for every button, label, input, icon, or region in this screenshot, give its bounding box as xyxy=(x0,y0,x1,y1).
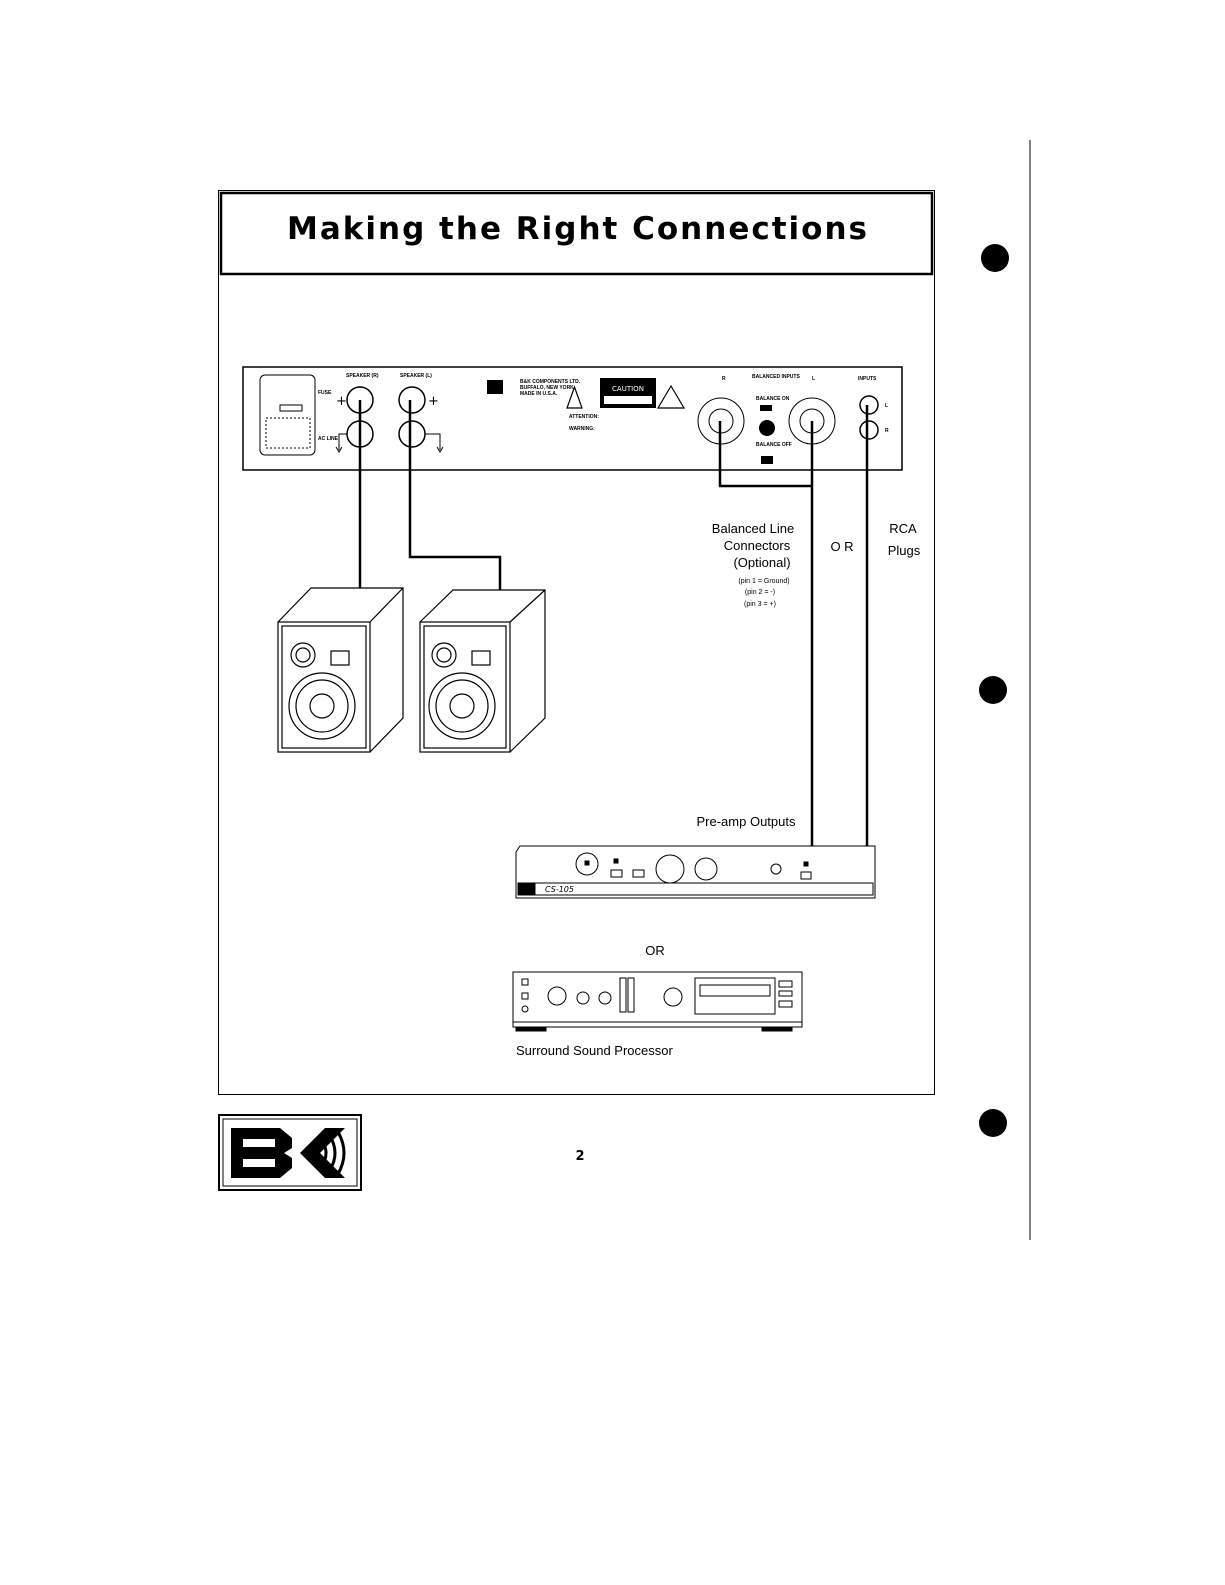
company-line: B&K COMPONENTS LTD. xyxy=(520,379,581,385)
rca-r-label: R xyxy=(885,428,889,434)
balanced-inputs-label: BALANCED INPUTS xyxy=(752,374,800,380)
balanced-line-label: (Optional) xyxy=(733,555,790,570)
title-box xyxy=(219,191,934,276)
brand-logo xyxy=(218,1114,362,1191)
company-line: BUFFALO, NEW YORK xyxy=(520,385,574,391)
attention-label: ATTENTION: xyxy=(569,414,599,420)
preamp-model: CS-105 xyxy=(545,885,574,894)
page-number: 2 xyxy=(575,1149,584,1164)
shock-warning-icon xyxy=(566,385,583,409)
rca-input-l xyxy=(859,395,879,415)
pin-label: (pin 2 = -) xyxy=(745,589,775,596)
surround-processor-label: Surround Sound Processor xyxy=(516,1043,673,1058)
plus-sign: + xyxy=(428,394,439,409)
speaker-r-label: SPEAKER (R) xyxy=(346,373,379,379)
fuse-label: FUSE xyxy=(318,390,332,396)
content-frame xyxy=(218,190,935,1095)
inputs-label: INPUTS xyxy=(858,376,877,382)
rca-input-r xyxy=(859,420,879,440)
balanced-line-label: Connectors xyxy=(724,538,791,553)
warning-label: WARNING: xyxy=(569,426,595,432)
balanced-line-label: Balanced Line xyxy=(712,521,794,536)
balance-switch xyxy=(759,420,775,436)
speaker-left xyxy=(419,589,546,753)
or-label: O R xyxy=(830,539,853,554)
rca-label: Plugs xyxy=(888,543,921,558)
pin-label: (pin 3 = +) xyxy=(744,601,776,608)
preamp-unit: CS-105 xyxy=(515,845,876,899)
ac-line-label: AC LINE xyxy=(318,436,339,442)
company-line: MADE IN U.S.A. xyxy=(520,391,558,397)
speaker-l-label: SPEAKER (L) xyxy=(400,373,432,379)
preamp-outputs-label: Pre-amp Outputs xyxy=(697,814,796,829)
pin-label: (pin 1 = Ground) xyxy=(738,578,789,585)
balanced-l-label: L xyxy=(812,376,815,382)
exclamation-warning-icon xyxy=(656,384,686,409)
caution-label: CAUTION xyxy=(612,385,644,393)
speaker-terminal xyxy=(398,386,426,414)
balance-off-label: BALANCE OFF xyxy=(756,442,792,448)
speaker-terminal xyxy=(398,420,426,448)
brand-logo-small xyxy=(487,380,503,394)
rca-l-label: L xyxy=(885,403,888,409)
or-label-lower: OR xyxy=(645,943,665,958)
amplifier-back-panel: FUSE AC LINE SPEAKER (R) SPEAKER (L) + +… xyxy=(242,366,903,471)
page-title: Making the Right Connections xyxy=(287,211,869,247)
balanced-r-label: R xyxy=(722,376,726,382)
rca-label: RCA xyxy=(889,521,917,536)
binder-hole xyxy=(981,244,1009,272)
plus-sign: + xyxy=(336,394,347,409)
balance-on-label: BALANCE ON xyxy=(756,396,790,402)
binder-hole xyxy=(979,1109,1007,1137)
surround-processor-unit xyxy=(512,971,803,1032)
binder-hole xyxy=(979,676,1007,704)
connection-wires xyxy=(358,400,869,846)
speaker-right xyxy=(277,587,404,753)
